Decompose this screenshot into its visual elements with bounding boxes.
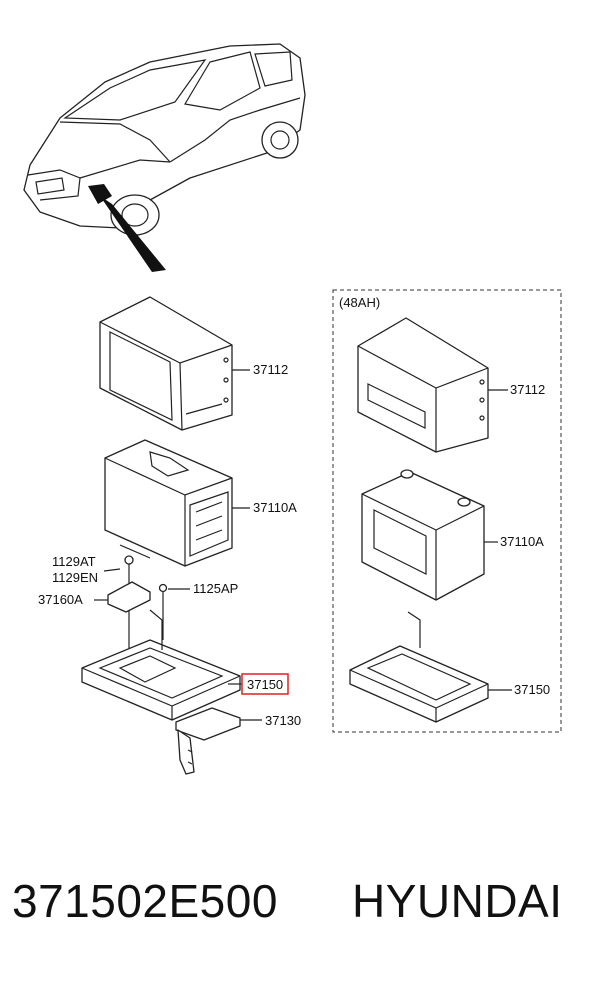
battery-left	[104, 439, 233, 567]
callout-1125ap: 1125AP	[193, 581, 238, 596]
callout-37110a-right: 37110A	[500, 534, 544, 549]
variant-panel	[332, 289, 562, 733]
callout-37112-left: 37112	[253, 362, 288, 377]
tray-bracket-left	[175, 707, 241, 775]
callout-37130: 37130	[265, 713, 301, 728]
battery-tray-cover-left	[99, 296, 233, 431]
brand-name: HYUNDAI	[352, 875, 563, 927]
callout-37160a: 37160A	[38, 592, 83, 607]
callout-1129at: 1129AT	[52, 554, 96, 569]
battery-tray-left	[81, 609, 241, 721]
battery-tray-cover-right	[357, 317, 489, 453]
callout-1129en: 1129EN	[52, 570, 98, 585]
part-number: 371502E500	[12, 875, 278, 927]
variant-label: (48AH)	[339, 295, 380, 310]
battery-right	[361, 469, 485, 601]
callout-37112-right: 37112	[510, 382, 545, 397]
callout-37150-left: 37150	[247, 677, 283, 692]
right-leader-lines	[484, 389, 512, 691]
callout-37150-right: 37150	[514, 682, 550, 697]
left-leader-lines	[94, 369, 262, 721]
highlight-box	[241, 673, 289, 695]
vehicle-illustration	[23, 43, 306, 272]
callout-37110a-left: 37110A	[253, 500, 297, 515]
battery-tray-right	[349, 611, 489, 723]
